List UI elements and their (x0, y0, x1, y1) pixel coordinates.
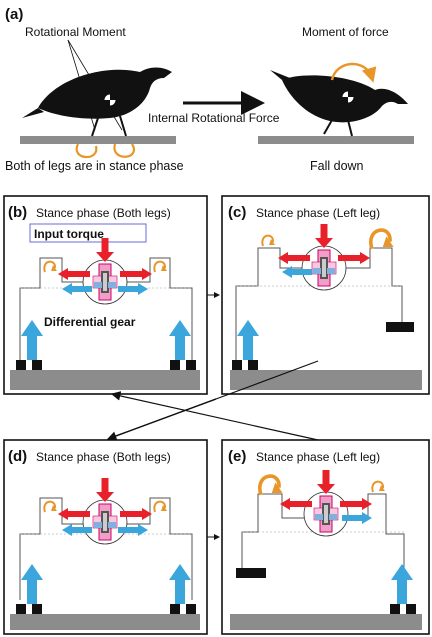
panel-d-tag: (d) (8, 448, 27, 465)
blue-arrow-right (362, 512, 372, 524)
blue-arrow-left (282, 266, 292, 278)
both-legs-caption: Both of legs are in stance phase (5, 159, 184, 173)
blue-arrow-left (62, 283, 72, 295)
red-arrow-right (360, 252, 370, 264)
ground-force-arrow-left (21, 564, 43, 580)
panel-b-ground (10, 370, 200, 390)
panel-c: (c) Stance phase (Left leg) (221, 195, 430, 395)
ground-force-arrow-left (21, 320, 43, 336)
pointer-line (67, 39, 123, 131)
internal-force-label: Internal Rotational Force (148, 111, 280, 125)
panel-e-ground (230, 614, 422, 630)
ground-force-arrow (391, 564, 413, 580)
panel-d-ground (10, 614, 200, 630)
red-arrow-left (280, 498, 290, 510)
panel-a: (a) Rotational Moment Moment of force In… (5, 6, 414, 173)
blue-arrow-right (138, 524, 148, 536)
panel-a-tag: (a) (5, 6, 23, 23)
gearbox-icon (82, 499, 128, 545)
pointer-line (67, 39, 96, 131)
foot-left (232, 360, 242, 370)
red-arrow-right (142, 268, 152, 280)
panel-e-tag: (e) (228, 448, 246, 465)
fall-caption: Fall down (310, 159, 364, 173)
panel-c-title: Stance phase (Left leg) (256, 206, 380, 220)
panel-c-tag: (c) (228, 204, 246, 221)
foot-right (170, 360, 180, 370)
ground-left (20, 136, 176, 144)
ground-force-arrow (237, 320, 259, 336)
moment-loop-right (113, 143, 135, 158)
rotational-moment-label: Rotational Moment (25, 25, 126, 39)
foot-lifted (236, 568, 266, 578)
foot-right (170, 604, 180, 614)
foot-left (16, 360, 26, 370)
red-arrow-right (362, 498, 372, 510)
crow-falling-icon (270, 70, 408, 137)
moment-loop-left (75, 143, 98, 159)
red-arrow-right (142, 508, 152, 520)
red-arrow-left (278, 252, 288, 264)
input-torque-label: Input torque (34, 227, 104, 241)
foot-right (390, 604, 400, 614)
panel-b-tag: (b) (8, 204, 27, 221)
panel-b: (b) Stance phase (Both legs) Input torqu… (3, 195, 208, 395)
gearbox-icon (301, 245, 347, 291)
panel-e: (e) Stance phase (Left leg) (221, 439, 430, 635)
ground-force-arrow-right (169, 320, 191, 336)
ground-right (258, 136, 414, 144)
moment-of-force-arc (330, 62, 377, 83)
ground-force-arrow-right (169, 564, 191, 580)
red-arrow-left (58, 268, 68, 280)
moment-of-force-label: Moment of force (302, 25, 389, 39)
blue-arrow-left (62, 524, 72, 536)
foot-left (16, 604, 26, 614)
differential-gear-label: Differential gear (44, 315, 136, 329)
panel-b-title: Stance phase (Both legs) (36, 206, 171, 220)
gearbox-icon (82, 259, 128, 305)
panel-c-ground (230, 370, 422, 390)
crow-standing-icon (22, 67, 172, 137)
panel-d: (d) Stance phase (Both legs) (3, 439, 208, 635)
input-torque-box (29, 223, 147, 243)
foot-lifted (386, 322, 414, 332)
panel-e-title: Stance phase (Left leg) (256, 450, 380, 464)
blue-arrow-right (138, 283, 148, 295)
cross-arrow-to-b (110, 391, 319, 441)
panel-d-title: Stance phase (Both legs) (36, 450, 171, 464)
gearbox-icon (303, 491, 349, 537)
red-arrow-left (58, 508, 68, 520)
